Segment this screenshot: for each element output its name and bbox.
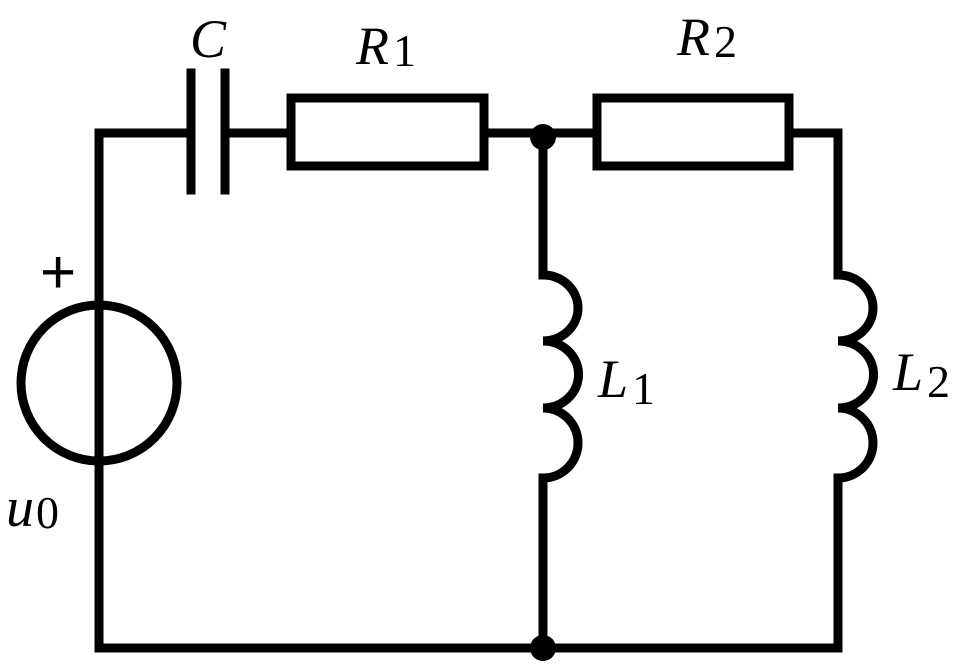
label-r2-symbol: R	[676, 7, 710, 67]
label-l2: L2	[892, 342, 950, 407]
inductor-l1	[538, 270, 583, 483]
label-u0-sub: 0	[36, 487, 59, 538]
label-r1-symbol: R	[355, 16, 389, 76]
voltage-source	[16, 300, 182, 466]
node-top	[530, 124, 556, 150]
label-l2-sub: 2	[927, 356, 950, 407]
wires	[94, 128, 843, 653]
label-c: C	[190, 9, 227, 69]
label-l2-symbol: L	[892, 342, 923, 402]
label-l1-sub: 1	[632, 363, 655, 414]
node-bottom	[530, 635, 556, 661]
label-l1: L1	[597, 349, 655, 414]
capacitor-c	[186, 68, 230, 195]
label-r2: R2	[676, 7, 737, 67]
labels: C R1 R2 L1 L2 u0 +	[6, 7, 950, 539]
inductor-l2	[833, 270, 878, 483]
label-u0: u0	[6, 477, 59, 539]
label-r1-sub: 1	[393, 25, 416, 76]
label-u0-symbol: u	[6, 477, 34, 539]
resistor-r2	[592, 93, 794, 171]
resistor-r1	[286, 93, 489, 171]
label-r2-sub: 2	[714, 16, 737, 67]
label-l1-symbol: L	[597, 349, 628, 409]
label-r1: R1	[355, 16, 416, 76]
label-plus: +	[40, 238, 76, 307]
